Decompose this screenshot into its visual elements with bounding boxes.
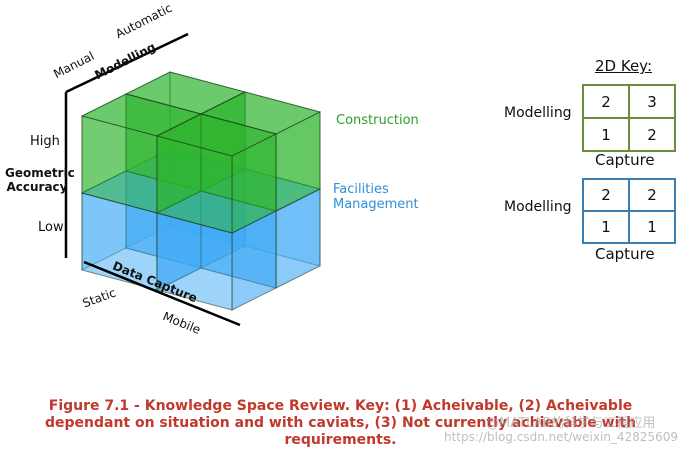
accuracy-tick-low: Low [38, 220, 64, 235]
key-bottom-row-label: Modelling [504, 199, 572, 215]
key-top-cell: 2 [584, 86, 628, 117]
key-bottom-col-label: Capture [595, 245, 655, 263]
key-bottom-cell: 2 [630, 180, 674, 210]
caption-line2: dependant on situation and with caviats,… [44, 415, 637, 431]
facilities-management-label: Facilities Management [333, 182, 419, 212]
key-title: 2D Key: [595, 57, 653, 75]
key-bottom-grid: 2 2 1 1 [582, 178, 676, 244]
facilities-label-line2: Management [333, 197, 419, 212]
key-bottom-cell: 1 [630, 212, 674, 242]
key-bottom-cell: 1 [584, 212, 628, 242]
figure-caption: Figure 7.1 - Knowledge Space Review. Key… [0, 398, 681, 449]
watermark-url: https://blog.csdn.net/weixin_42825609 [444, 430, 679, 444]
key-top-cell: 1 [584, 119, 628, 150]
key-bottom-cell: 2 [584, 180, 628, 210]
key-top-grid: 2 3 1 2 [582, 84, 676, 152]
accuracy-tick-high: High [30, 134, 60, 149]
key-top-row-label: Modelling [504, 105, 572, 121]
green-cube-face [156, 135, 233, 234]
caption-line1: Figure 7.1 - Knowledge Space Review. Key… [48, 398, 633, 414]
accuracy-axis-title: Geometric Accuracy [5, 166, 75, 194]
accuracy-axis-title-line2: Accuracy [6, 180, 68, 194]
key-top-cell: 3 [630, 86, 674, 117]
construction-label: Construction [336, 113, 419, 128]
caption-line3: requirements. [284, 432, 397, 448]
key-top-col-label: Capture [595, 151, 655, 169]
modelling-axis-line [65, 32, 189, 94]
watermark-text: @MATLAB的科学与工程应用 [486, 416, 656, 431]
key-top-cell: 2 [630, 119, 674, 150]
accuracy-axis-title-line1: Geometric [5, 166, 75, 180]
facilities-label-line1: Facilities [333, 182, 389, 197]
capture-axis-line [83, 260, 241, 327]
